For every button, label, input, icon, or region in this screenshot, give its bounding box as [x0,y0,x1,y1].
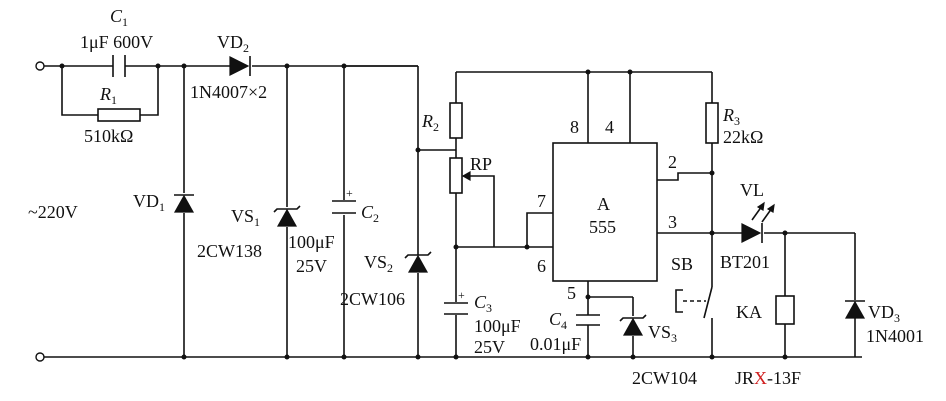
diode-vd2-symbol [229,56,251,76]
vs1-label: VS1 [231,206,260,229]
r3-label: R3 [722,105,740,128]
ic-type: 555 [589,217,616,237]
r3-value: 22kΩ [723,127,763,147]
resistor-r3-symbol [705,102,719,144]
vs3-value: 2CW104 [632,368,697,388]
c3-label: C3 [474,292,492,315]
vd1-label: VD1 [133,191,165,214]
vs3-label: VS3 [648,322,677,345]
vd3-label: VD3 [868,302,900,325]
potentiometer-rp-symbol [449,157,471,194]
zener-vs2-symbol [404,251,432,273]
r1-value: 510kΩ [84,126,133,146]
vd2-value: 1N4007×2 [190,82,267,102]
zener-vs3-symbol [619,314,647,336]
svg-text:+: + [458,288,465,302]
pin-8-label: 8 [570,117,579,137]
c2-label: C2 [361,202,379,225]
vs1-value: 2CW138 [197,241,262,261]
zener-vs1-symbol [273,205,301,227]
c4-value: 0.01μF [530,334,581,354]
ka-value-red-mark: X [754,368,767,388]
diode-vd1-symbol [173,194,195,213]
capacitor-c1-symbol [112,55,126,77]
pin-2-label: 2 [668,152,677,172]
input-terminal-top [35,61,45,71]
diode-vd3-symbol [844,300,866,319]
switch-sb-symbol [675,286,713,323]
c2-value-capacitance: 100μF [288,232,335,252]
capacitor-c4-symbol [576,314,600,326]
pin-7-label: 7 [537,191,546,211]
r1-label: R1 [99,84,117,107]
vs2-label: VS2 [364,252,393,275]
c1-label: C1 [110,6,128,29]
input-terminal-bottom [35,352,45,362]
capacitor-c2-symbol: + [332,186,356,214]
r2-label: R2 [421,111,439,134]
wires [44,65,862,358]
c4-label: C4 [549,309,567,332]
supply-label: ~220V [28,202,78,222]
resistor-r1-symbol [97,108,141,122]
resistor-r2-symbol [449,102,463,139]
vd2-label: VD2 [217,32,249,55]
relay-ka-coil [775,295,795,325]
c1-value: 1μF 600V [80,32,153,52]
c2-value-voltage: 25V [296,256,327,276]
rp-label: RP [470,154,492,174]
capacitor-c3-symbol: + [444,288,468,315]
ic-555-body [552,142,658,282]
vd3-value: 1N4001 [866,326,924,346]
junction-dots [59,63,788,360]
svg-text:+: + [346,186,353,200]
ka-value: JRX-13F [735,368,801,388]
vs2-value: 2CW106 [340,289,405,309]
pin-3-label: 3 [668,212,677,232]
pin-4-label: 4 [605,117,614,137]
c3-value-capacitance: 100μF [474,316,521,336]
led-vl-symbol [741,201,775,243]
terminals [35,61,45,362]
c3-value-voltage: 25V [474,337,505,357]
vl-value: BT201 [720,252,770,272]
pin-5-label: 5 [567,283,576,303]
ka-label: KA [736,302,762,322]
pin-6-label: 6 [537,256,546,276]
sb-label: SB [671,254,693,274]
vl-label: VL [740,180,764,200]
ic-name: A [597,194,610,214]
